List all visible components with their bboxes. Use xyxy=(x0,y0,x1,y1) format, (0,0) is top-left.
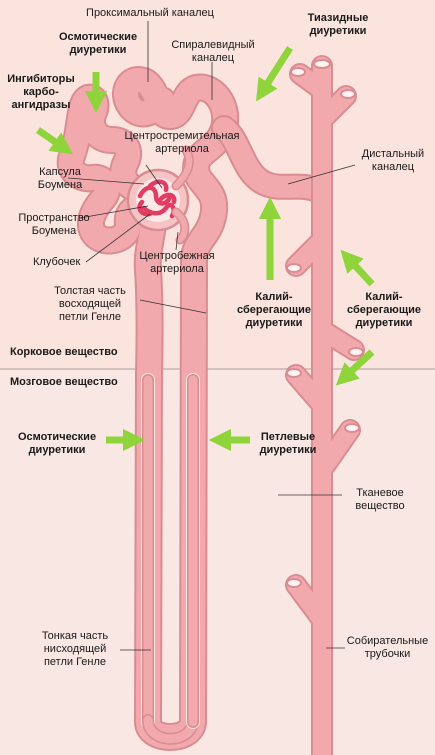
collecting-duct-tree xyxy=(285,55,365,755)
arrow-potassium-sparing-2b xyxy=(335,349,375,386)
label-thick-ascending-limb: Толстая часть восходящей петли Генле xyxy=(54,285,126,323)
label-collecting-ducts: Собирательные трубочки xyxy=(346,635,429,660)
label-distal-tubule: Дистальный каналец xyxy=(361,148,425,173)
label-glomerulus: Клубочек xyxy=(33,256,81,268)
label-bowman-capsule: Капсула Боумена xyxy=(37,166,83,191)
label-convoluted-tubule: Спиралевидный каналец xyxy=(171,39,255,64)
nephron-tubule xyxy=(56,66,331,751)
label-afferent-arteriole: Центростремительная артериола xyxy=(124,130,240,155)
label-cortex: Корковое вещество xyxy=(10,346,118,358)
drug-potassium-sparing-1: Калий- сберегающие диуретики xyxy=(237,291,311,329)
label-bowman-space: Пространство Боумена xyxy=(18,212,90,237)
drug-loop: Петлевые диуретики xyxy=(259,431,317,456)
drug-osmotic-top: Осмотические диуретики xyxy=(58,31,138,56)
leader-lines xyxy=(67,21,356,651)
glomerulus xyxy=(126,145,194,245)
label-medulla: Мозговое вещество xyxy=(10,376,118,388)
drug-potassium-sparing-2: Калий- сберегающие диуретики xyxy=(347,291,421,329)
drug-arrows xyxy=(36,46,375,452)
drug-thiazide: Тиазидные диуретики xyxy=(307,12,369,37)
label-proximal-tubule: Проксимальный каналец xyxy=(86,7,214,19)
label-interstitium: Тканевое вещество xyxy=(355,487,405,512)
drug-carbonic-anhydrase: Ингибиторы карбо- ангидразы xyxy=(7,73,75,111)
arrow-thiazide xyxy=(255,46,293,102)
arrow-carbonic-anhydrase xyxy=(36,127,74,155)
label-thin-descending-limb: Тонкая часть нисходящей петли Генле xyxy=(41,630,109,668)
label-efferent-arteriole: Центробежная артериола xyxy=(139,250,215,275)
arrow-potassium-sparing-2a xyxy=(340,249,375,287)
medulla-zone xyxy=(0,369,435,755)
drug-osmotic-bottom: Осмотические диуретики xyxy=(17,431,97,456)
